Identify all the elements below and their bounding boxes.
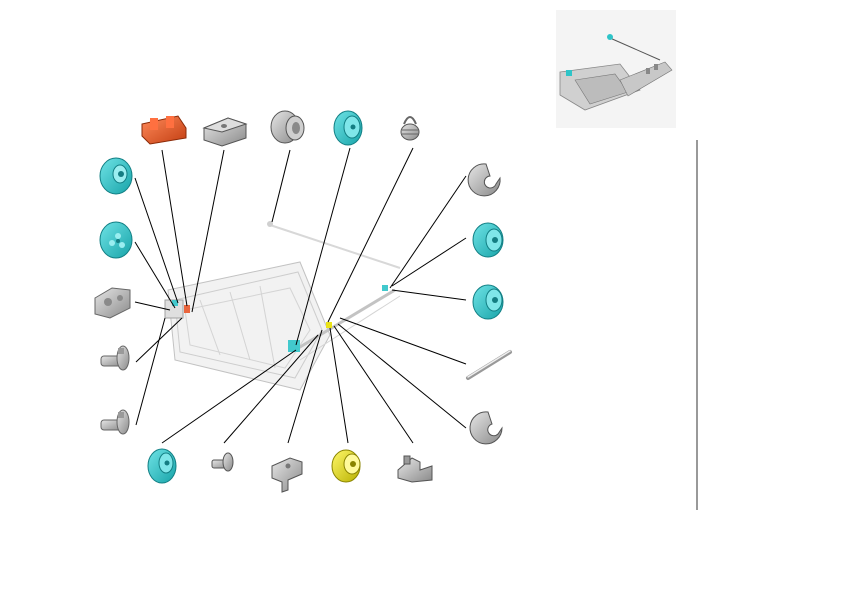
screw-bottom	[211, 452, 234, 472]
block-grey	[202, 117, 248, 147]
shaft-rod	[466, 350, 512, 380]
bracket-bottom-b	[397, 455, 433, 483]
gear-left-mid	[99, 221, 133, 259]
bushing-grey	[270, 110, 305, 144]
spring-grey	[400, 116, 420, 141]
clip-orange	[141, 115, 187, 145]
gear-yellow	[331, 449, 361, 483]
bracket-plate-left	[94, 287, 131, 319]
pin-left-upper	[100, 345, 130, 371]
e-ring-right-bottom	[469, 411, 503, 445]
gear-right-upper	[472, 222, 504, 258]
gear-right-mid	[472, 284, 504, 320]
gear-left-top	[99, 157, 133, 195]
overview-inset	[556, 10, 676, 128]
leader-lines	[134, 147, 467, 444]
pin-left-lower	[100, 409, 130, 435]
central-frame	[164, 221, 401, 391]
e-ring-right-top	[467, 163, 501, 197]
pulley-cyan-top	[333, 110, 363, 146]
gear-bottom-left	[147, 448, 177, 484]
bracket-bottom-a	[271, 457, 303, 493]
